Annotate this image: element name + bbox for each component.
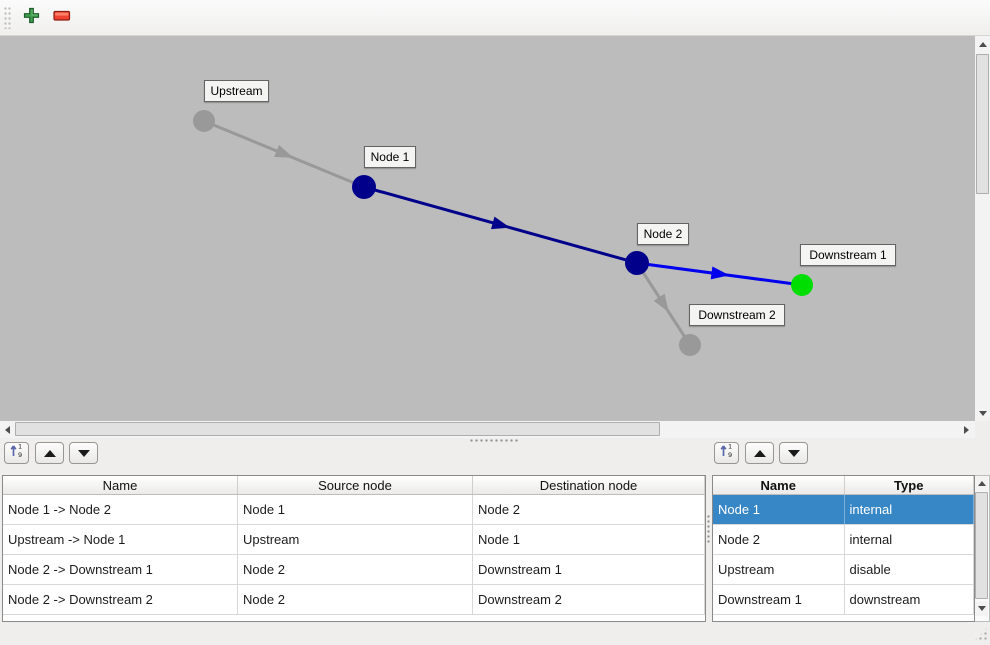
scroll-right-button[interactable] bbox=[959, 422, 974, 438]
graph-node-downstream-2[interactable] bbox=[679, 334, 701, 356]
scroll-up-button[interactable] bbox=[975, 476, 988, 491]
graph-node-upstream[interactable] bbox=[193, 110, 215, 132]
table-cell[interactable]: Node 1 bbox=[238, 495, 473, 524]
node-label[interactable]: Node 2 bbox=[637, 223, 689, 245]
up-arrow-icon bbox=[753, 449, 766, 457]
edges-move-up-button[interactable] bbox=[35, 442, 64, 464]
node-label[interactable]: Downstream 1 bbox=[800, 244, 896, 266]
column-header-name: Name bbox=[3, 476, 238, 494]
sort-ascending-icon: 1 9 bbox=[719, 443, 734, 463]
scroll-up-button[interactable] bbox=[975, 36, 990, 52]
table-cell[interactable]: disable bbox=[845, 555, 974, 584]
table-cell[interactable]: Upstream bbox=[238, 525, 473, 554]
edges-sort-button[interactable]: 1 9 bbox=[4, 442, 29, 464]
vertical-splitter[interactable] bbox=[706, 443, 712, 628]
scroll-down-button[interactable] bbox=[975, 405, 990, 421]
edge-arrow-icon bbox=[491, 216, 511, 230]
resize-grip-icon[interactable] bbox=[974, 627, 988, 641]
down-arrow-icon bbox=[978, 410, 987, 416]
node-label[interactable]: Downstream 2 bbox=[689, 304, 785, 326]
nodes-move-up-button[interactable] bbox=[745, 442, 774, 464]
column-header-source-node: Source node bbox=[238, 476, 473, 494]
up-arrow-icon bbox=[43, 449, 56, 457]
table-cell[interactable]: Node 2 -> Downstream 2 bbox=[3, 585, 238, 614]
down-arrow-icon bbox=[787, 449, 800, 457]
column-header-type: Type bbox=[845, 476, 974, 494]
right-arrow-icon bbox=[964, 426, 969, 434]
minus-icon bbox=[53, 9, 71, 27]
graph-node-node-1[interactable] bbox=[352, 175, 376, 199]
table-cell[interactable]: Node 2 -> Downstream 1 bbox=[3, 555, 238, 584]
down-arrow-icon bbox=[77, 449, 90, 457]
graph-node-downstream-1[interactable] bbox=[791, 274, 813, 296]
svg-text:1: 1 bbox=[18, 443, 22, 451]
scrollbar-corner bbox=[975, 421, 990, 438]
table-cell[interactable]: Node 2 bbox=[713, 525, 845, 554]
nodes-table-scrollbar[interactable] bbox=[975, 475, 990, 622]
node-label[interactable]: Upstream bbox=[204, 80, 269, 102]
nodes-sort-button[interactable]: 1 9 bbox=[714, 442, 739, 464]
edge-arrow-icon bbox=[710, 266, 730, 280]
table-cell[interactable]: Node 1 bbox=[473, 525, 705, 554]
scroll-left-button[interactable] bbox=[0, 422, 15, 438]
table-cell[interactable]: Downstream 1 bbox=[473, 555, 705, 584]
horizontal-splitter[interactable] bbox=[0, 438, 990, 443]
table-cell[interactable]: Node 2 bbox=[238, 555, 473, 584]
plus-icon bbox=[23, 7, 40, 29]
table-cell[interactable]: Downstream 1 bbox=[713, 585, 845, 614]
edges-move-down-button[interactable] bbox=[69, 442, 98, 464]
main-toolbar bbox=[0, 0, 990, 36]
hscroll-thumb[interactable] bbox=[15, 422, 660, 436]
splitter-grip-icon bbox=[707, 515, 711, 543]
left-arrow-icon bbox=[5, 426, 10, 434]
edge-arrow-icon bbox=[653, 293, 669, 313]
table-cell[interactable]: Node 1 bbox=[713, 495, 845, 524]
column-header-destination-node: Destination node bbox=[473, 476, 705, 494]
sort-ascending-icon: 1 9 bbox=[9, 443, 24, 463]
svg-text:9: 9 bbox=[728, 451, 732, 458]
table-cell[interactable]: downstream bbox=[845, 585, 974, 614]
svg-text:1: 1 bbox=[728, 443, 732, 451]
edge-arrow-icon bbox=[274, 144, 294, 158]
table-cell[interactable]: internal bbox=[845, 525, 974, 554]
column-header-name: Name bbox=[713, 476, 845, 494]
nodes-move-down-button[interactable] bbox=[779, 442, 808, 464]
vscroll-thumb[interactable] bbox=[976, 54, 989, 194]
graph-svg bbox=[193, 110, 813, 356]
table-cell[interactable]: Node 2 bbox=[238, 585, 473, 614]
svg-text:9: 9 bbox=[18, 451, 22, 458]
up-arrow-icon bbox=[978, 41, 987, 47]
node-label[interactable]: Node 1 bbox=[364, 146, 416, 168]
table-cell[interactable]: Upstream -> Node 1 bbox=[3, 525, 238, 554]
table-cell[interactable]: Node 2 bbox=[473, 495, 705, 524]
table-cell[interactable]: internal bbox=[845, 495, 974, 524]
down-arrow-icon bbox=[977, 606, 986, 611]
toolbar-drag-handle[interactable] bbox=[4, 7, 12, 29]
remove-button[interactable] bbox=[50, 6, 74, 30]
splitter-grip-icon bbox=[470, 439, 520, 443]
scroll-down-button[interactable] bbox=[975, 601, 988, 616]
graph-node-node-2[interactable] bbox=[625, 251, 649, 275]
up-arrow-icon bbox=[977, 481, 986, 486]
vscroll-thumb[interactable] bbox=[975, 492, 988, 599]
table-cell[interactable]: Node 1 -> Node 2 bbox=[3, 495, 238, 524]
add-button[interactable] bbox=[19, 6, 43, 30]
table-cell[interactable]: Downstream 2 bbox=[473, 585, 705, 614]
table-cell[interactable]: Upstream bbox=[713, 555, 845, 584]
